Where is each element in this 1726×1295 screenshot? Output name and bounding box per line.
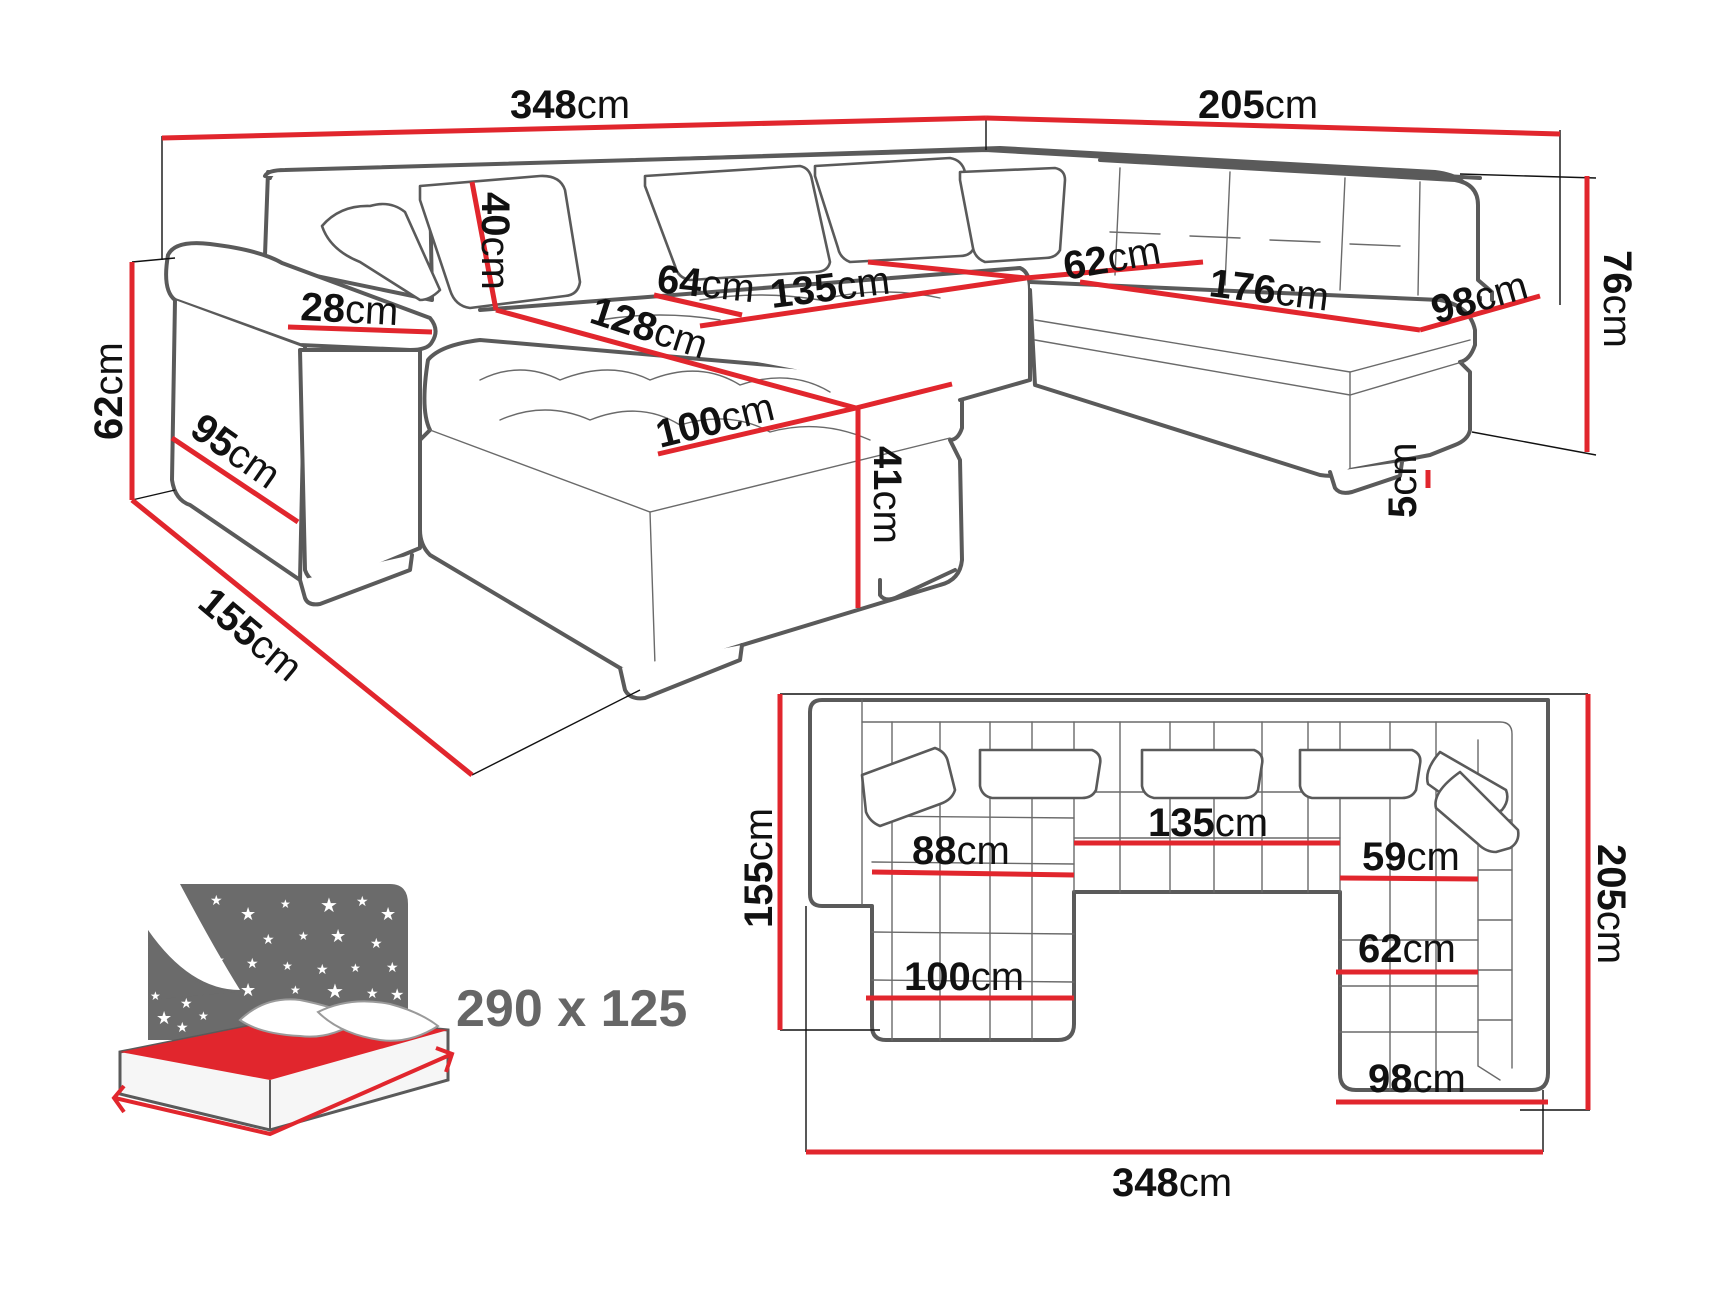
dim-line-128 <box>495 307 857 411</box>
dim-line-64 <box>653 292 743 318</box>
label-98-top-view: 98cm <box>1368 1057 1466 1101</box>
svg-text:★: ★ <box>282 959 293 973</box>
dim-line-88 <box>871 869 1075 878</box>
label-40: 40cm <box>473 192 517 290</box>
dim-line-62-right <box>1025 259 1204 281</box>
label-98-right: 98cm <box>1426 263 1532 332</box>
label-62-right: 62cm <box>1060 229 1164 289</box>
perspective-extension-lines <box>131 118 1597 776</box>
top-view-dimension-lines <box>777 694 1591 1155</box>
label-62-top-view: 62cm <box>1358 927 1456 971</box>
dim-line-205-top <box>985 115 1561 137</box>
svg-text:★: ★ <box>356 893 369 909</box>
perspective-dimension-lines <box>129 115 1590 777</box>
svg-text:★: ★ <box>176 1019 189 1035</box>
svg-text:★: ★ <box>326 981 344 1003</box>
svg-text:★: ★ <box>298 929 309 943</box>
perspective-labels: 348cm 205cm 40cm 28cm 62cm 95cm 155cm 64… <box>87 83 1639 690</box>
svg-text:★: ★ <box>198 1009 209 1023</box>
label-205-top-view: 205cm <box>1589 844 1633 964</box>
svg-text:★: ★ <box>380 904 396 924</box>
svg-text:★: ★ <box>290 983 301 997</box>
dim-line-100 <box>657 405 857 457</box>
svg-text:★: ★ <box>150 989 161 1003</box>
top-view-sofa <box>808 698 1550 1092</box>
label-135-top-view: 135cm <box>1148 801 1268 845</box>
label-135: 135cm <box>768 259 893 317</box>
label-64: 64cm <box>655 257 757 311</box>
label-155-top-view: 155cm <box>737 808 781 928</box>
svg-text:★: ★ <box>210 892 223 908</box>
stars-icon: ★ ★ ★ ★ ★ ★ ★ ★ ★ ★ ★ ★ ★ ★ ★ ★ ★ ★ ★ ★ … <box>150 892 404 1035</box>
dim-line-100-ext <box>855 381 953 411</box>
label-5-leg: 5cm <box>1381 442 1425 518</box>
dim-line-59 <box>1339 875 1479 882</box>
dim-line-176 <box>1079 279 1421 333</box>
label-59: 59cm <box>1362 835 1460 879</box>
label-100-top-view: 100cm <box>904 955 1024 999</box>
svg-text:★: ★ <box>214 953 225 967</box>
svg-text:★: ★ <box>180 995 193 1011</box>
dim-line-348-top <box>161 115 987 141</box>
svg-text:★: ★ <box>366 985 379 1001</box>
label-88: 88cm <box>912 829 1010 873</box>
svg-text:★: ★ <box>240 904 256 924</box>
dim-line-62-seat <box>867 259 1027 281</box>
svg-text:★: ★ <box>386 959 399 975</box>
label-348-top-view: 348cm <box>1112 1161 1232 1205</box>
dim-line-98 <box>1419 293 1541 333</box>
label-28: 28cm <box>300 285 400 334</box>
top-view-extension-lines <box>780 693 1590 1152</box>
dim-line-95 <box>170 435 300 525</box>
svg-text:★: ★ <box>370 935 383 951</box>
sleeping-area-label: 290 x 125 <box>456 980 687 1038</box>
label-176: 176cm <box>1207 261 1332 319</box>
label-62-height: 62cm <box>87 342 131 440</box>
label-41-height: 41cm <box>865 446 909 544</box>
dim-line-135 <box>699 275 1027 329</box>
perspective-sofa-view <box>164 146 1494 701</box>
top-view-labels: 155cm 205cm 348cm 88cm 135cm 59cm 100cm … <box>737 801 1633 1205</box>
dim-line-155-depth <box>130 498 474 777</box>
svg-text:★: ★ <box>320 895 338 917</box>
svg-text:★: ★ <box>246 955 259 971</box>
svg-text:★: ★ <box>156 1008 172 1028</box>
svg-text:★: ★ <box>330 926 346 946</box>
svg-text:★: ★ <box>280 897 291 911</box>
svg-text:★: ★ <box>240 980 256 1000</box>
svg-text:★: ★ <box>262 931 275 947</box>
dim-line-28 <box>287 324 433 335</box>
label-205-top: 205cm <box>1198 83 1318 127</box>
svg-text:★: ★ <box>390 987 404 1004</box>
label-348-top: 348cm <box>510 83 630 127</box>
svg-text:★: ★ <box>350 961 361 975</box>
label-76-height: 76cm <box>1595 250 1639 348</box>
svg-text:★: ★ <box>316 961 329 977</box>
dim-line-40 <box>469 181 499 311</box>
bed-with-night-sky-icon: ★ ★ ★ ★ ★ ★ ★ ★ ★ ★ ★ ★ ★ ★ ★ ★ ★ ★ ★ ★ … <box>111 884 455 1137</box>
